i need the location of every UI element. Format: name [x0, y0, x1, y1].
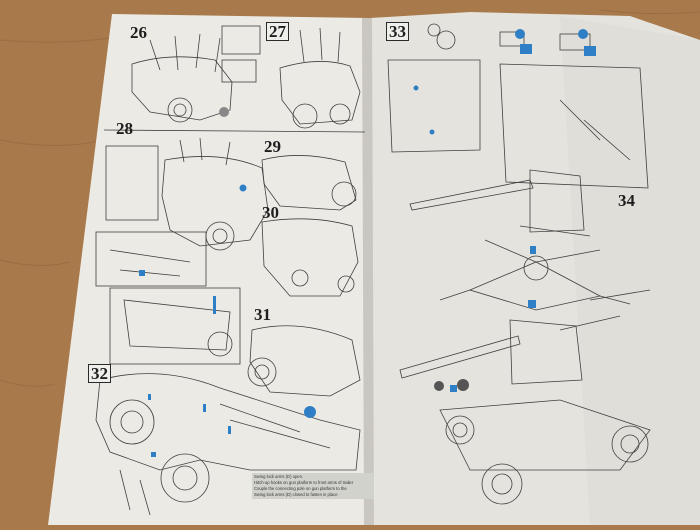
- step-number: 33: [386, 22, 409, 41]
- step-number: 28: [116, 119, 133, 138]
- step-number: 29: [264, 137, 281, 156]
- step-number: 27: [266, 22, 289, 41]
- step-number: 32: [88, 364, 111, 383]
- step-number: 34: [618, 191, 635, 210]
- instruction-band: [252, 473, 374, 499]
- instruction-line: Swing lock arms (D) open.: [254, 474, 304, 479]
- instruction-line: Couple the connecting pole on gun platfo…: [254, 486, 347, 491]
- instruction-notes: Swing lock arms (D) open. Hitch-up hooks…: [254, 474, 370, 498]
- instruction-line: Hitch-up hooks on gun platform to front …: [254, 480, 354, 485]
- step-number: 26: [130, 23, 147, 42]
- step-number: 31: [254, 305, 271, 324]
- instruction-line: Swing lock arms (D) closed to fasten in …: [254, 492, 338, 497]
- step-number: 30: [262, 203, 279, 222]
